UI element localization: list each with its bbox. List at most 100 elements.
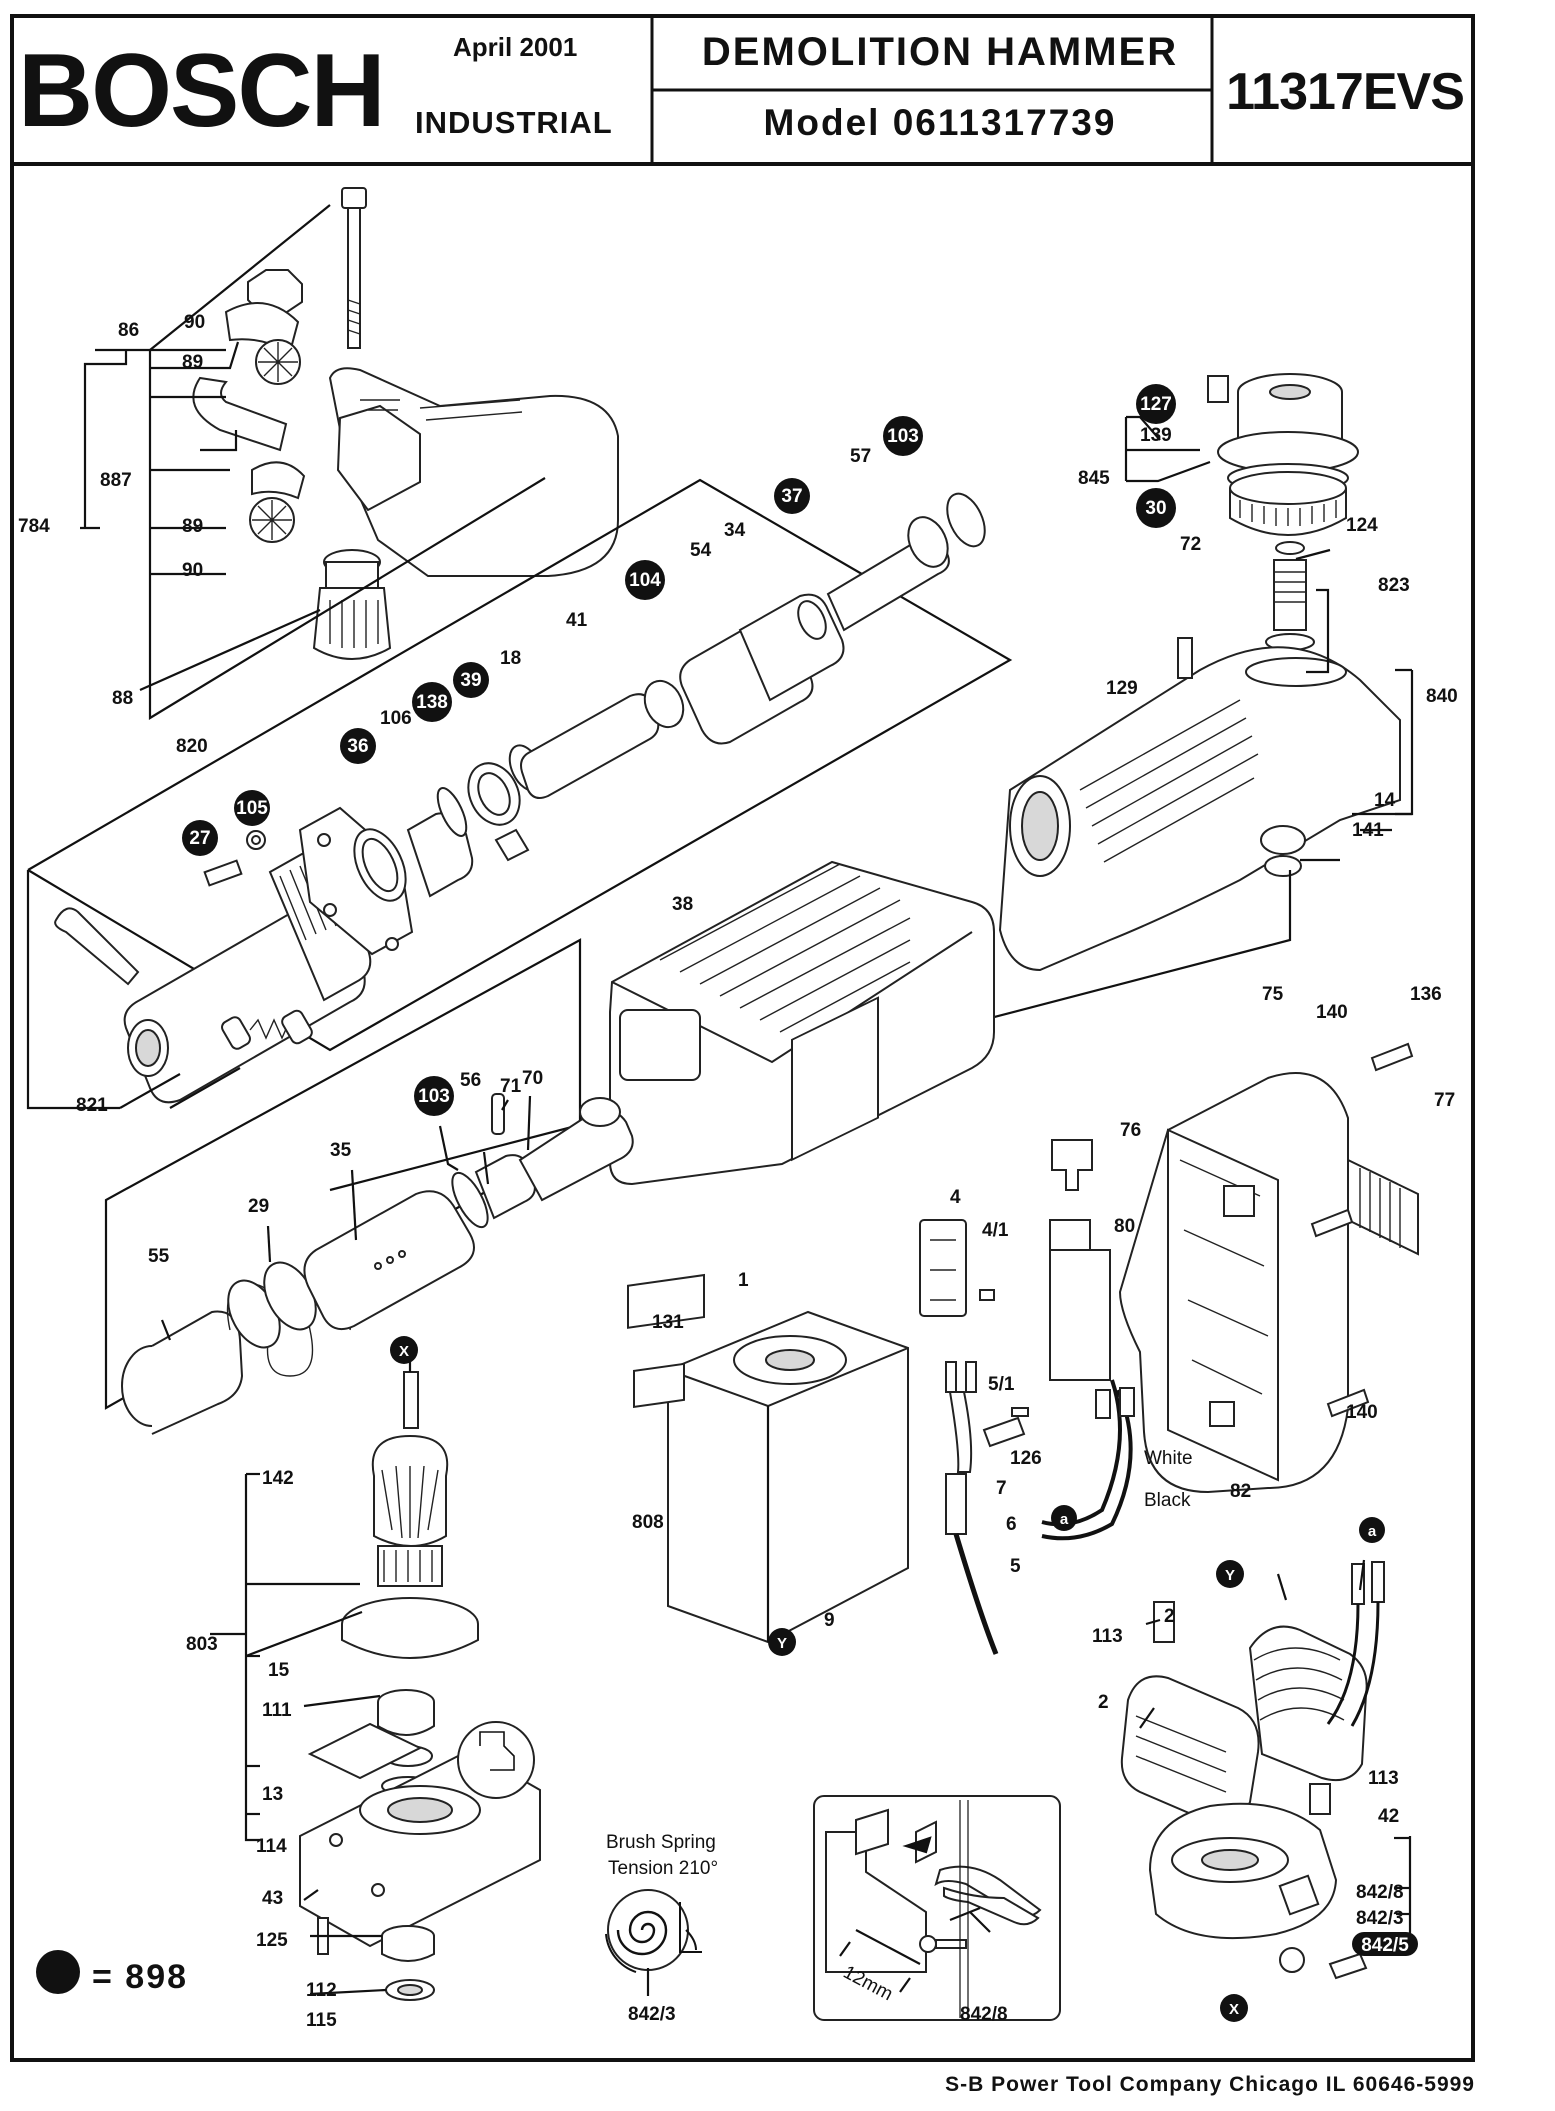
- callout-dot-c127: [1136, 384, 1176, 424]
- cover-opening: [619, 1009, 701, 1081]
- callout-label-c103b: 103: [418, 1086, 450, 1107]
- clip-82: [1209, 1401, 1235, 1427]
- label-l124: 124: [1346, 515, 1378, 536]
- label-l54: 54: [690, 540, 712, 561]
- label-l115: 115: [306, 2010, 337, 2031]
- label-l89a: 89: [182, 352, 203, 373]
- washer-124: [1275, 541, 1305, 555]
- crank-assembly: [998, 373, 1401, 972]
- callout-label-c104: 104: [629, 570, 661, 591]
- strain-relief-6: [945, 1473, 967, 1535]
- brush-holder-842-8: [1278, 1874, 1320, 1916]
- piston-callout-lines: [160, 1095, 532, 1341]
- piston-assembly: [104, 938, 634, 1435]
- o-ring-103: [946, 492, 986, 548]
- ring-141: [1264, 855, 1302, 877]
- label-l112: 112: [306, 1980, 337, 2001]
- label-l72: 72: [1180, 534, 1201, 555]
- label-l70: 70: [522, 1068, 543, 1089]
- callout-dot-c138: [412, 682, 452, 722]
- label-l35: 35: [330, 1140, 352, 1161]
- label-l9: 9: [824, 1610, 835, 1631]
- label-l5: 5: [1010, 1556, 1021, 1577]
- callout-pill-842-5: [1352, 1932, 1418, 1956]
- callout-dot-cY2: [1216, 1560, 1244, 1588]
- label-l4: 4: [950, 1187, 961, 1208]
- label-black: Black: [1144, 1490, 1191, 1511]
- callout-label-842-5: 842/5: [1361, 1935, 1409, 1956]
- callout-dot-c39: [453, 662, 489, 698]
- nameplate-9: [791, 996, 879, 1162]
- label-l126: 126: [1010, 1448, 1042, 1469]
- spring-842-3: [1279, 1947, 1305, 1973]
- connecting-rod-70: [518, 1109, 634, 1202]
- field-assembly: [1120, 1561, 1385, 1980]
- label-l7: 7: [996, 1478, 1007, 1499]
- label-l90b: 90: [182, 560, 203, 581]
- label-l2b: 2: [1098, 1692, 1109, 1713]
- callout-label-cY2: Y: [1225, 1567, 1235, 1584]
- label-l2a: 2: [1164, 1606, 1175, 1627]
- label-l140b: 140: [1346, 1402, 1378, 1423]
- callout-label-c138: 138: [416, 692, 448, 713]
- label-l821: 821: [76, 1095, 108, 1116]
- cover-38: [609, 860, 995, 1186]
- label-l14: 14: [1374, 790, 1396, 811]
- label-l111: 111: [262, 1700, 292, 1721]
- callout-label-c105: 105: [236, 798, 268, 819]
- callout-label-cY1: Y: [777, 1635, 787, 1652]
- clamp-band-887: [192, 376, 288, 452]
- drawing-frame: [10, 14, 1475, 2062]
- screw-136: [1370, 1042, 1414, 1072]
- switch-and-cord: [919, 1219, 1029, 1655]
- terminal-113b: [1309, 1783, 1331, 1815]
- terminal-113a: [1153, 1601, 1175, 1643]
- label-l82: 82: [1230, 1481, 1251, 1502]
- callout-dot-c30: [1136, 488, 1176, 528]
- callout-dot-c103a: [883, 416, 923, 456]
- barrel-assembly-820: [26, 478, 1013, 1110]
- label-white: White: [1144, 1448, 1193, 1469]
- screw-126: [1011, 1407, 1029, 1417]
- handle-clamp-block: [336, 404, 421, 512]
- label-l808: 808: [632, 1512, 664, 1533]
- field-coil-2a: [1248, 1625, 1368, 1782]
- label-l887: 887: [100, 470, 132, 491]
- label-l845: 845: [1078, 468, 1110, 489]
- label-l113b: 113: [1368, 1768, 1399, 1789]
- callout-dot-c104: [625, 560, 665, 600]
- label-l803: 803: [186, 1634, 218, 1655]
- handle-assembly: [192, 187, 619, 660]
- cover-body: [609, 860, 995, 1186]
- locking-lever: [54, 907, 140, 986]
- label-l51: 5/1: [988, 1374, 1015, 1395]
- label-l142: 142: [262, 1468, 294, 1489]
- armature-803: [299, 1371, 541, 2001]
- callout-dot-c36: [340, 728, 376, 764]
- screw-140a: [1310, 1208, 1354, 1238]
- callout-label-c103a: 103: [887, 426, 919, 447]
- model-number: Model 0611317739: [763, 102, 1117, 143]
- label-l823: 823: [1378, 575, 1410, 596]
- brush-842-5: [1328, 1952, 1368, 1980]
- label-l842_3b: 842/3: [628, 2004, 676, 2025]
- label-l90a: 90: [184, 312, 205, 333]
- legend-text: = 898: [92, 1958, 189, 1996]
- callout-label-c37: 37: [781, 486, 802, 507]
- cord-clamp-7: [982, 1416, 1026, 1448]
- label-l41b: 4/1: [982, 1220, 1009, 1241]
- label-l55: 55: [148, 1246, 170, 1267]
- armature-shaft: [403, 1371, 419, 1429]
- switch-4: [919, 1219, 967, 1317]
- callout-dot-cX1: [390, 1336, 418, 1364]
- label-l140a: 140: [1316, 1002, 1348, 1023]
- callout-label-c30: 30: [1145, 498, 1166, 519]
- callout-label-ca2: a: [1368, 1523, 1377, 1540]
- label-l114: 114: [256, 1836, 287, 1857]
- bolt-shank: [347, 207, 361, 349]
- label-l34: 34: [724, 520, 746, 541]
- screw-127: [1207, 375, 1229, 403]
- motor-housing-1: [627, 996, 909, 1644]
- filter-77: [1347, 1158, 1419, 1256]
